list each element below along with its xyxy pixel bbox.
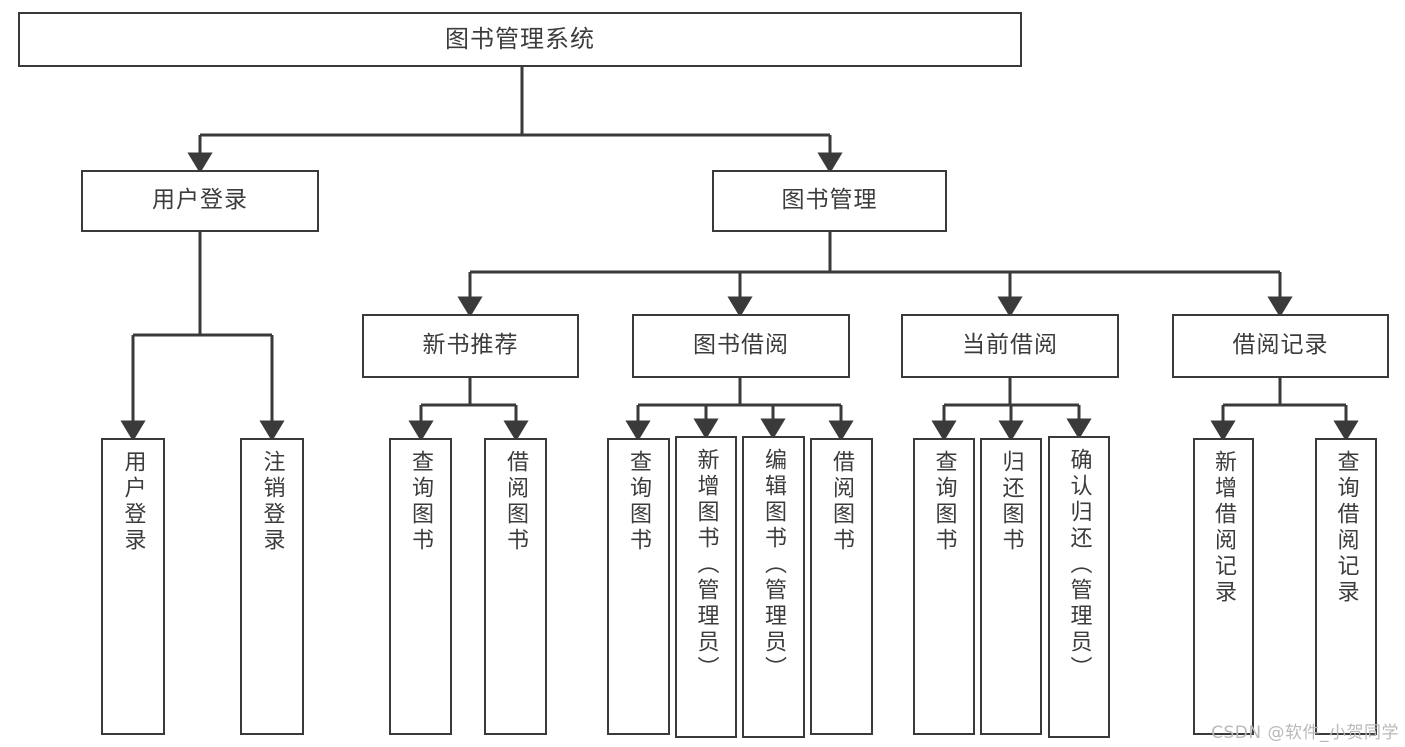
- leaf-query-book-recommend[interactable]: 查询图书: [389, 438, 452, 735]
- leaf-label: 注销登录: [259, 450, 285, 554]
- leaf-add-borrow-record[interactable]: 新增借阅记录: [1193, 438, 1254, 735]
- leaf-label: 查询借阅记录: [1333, 450, 1359, 606]
- leaf-label: 归还图书: [998, 450, 1024, 554]
- leaf-label: 用户登录: [120, 450, 146, 554]
- leaf-label: 查询图书: [408, 450, 434, 554]
- leaf-borrow-book[interactable]: 借阅图书: [810, 438, 873, 735]
- leaf-query-book-current[interactable]: 查询图书: [913, 438, 975, 735]
- leaf-borrow-book-recommend[interactable]: 借阅图书: [484, 438, 547, 735]
- leaf-label: 借阅图书: [829, 450, 855, 554]
- leaf-label: 编辑图书（管理员）: [761, 448, 787, 682]
- leaf-label: 新增图书（管理员）: [693, 448, 719, 682]
- leaf-query-book-borrow[interactable]: 查询图书: [607, 438, 670, 735]
- node-new-book-recommend[interactable]: 新书推荐: [362, 314, 579, 378]
- node-book-management[interactable]: 图书管理: [712, 170, 947, 232]
- leaf-label: 查询图书: [931, 450, 957, 554]
- leaf-user-login[interactable]: 用户登录: [101, 438, 165, 735]
- leaf-label: 查询图书: [626, 450, 652, 554]
- node-root-system[interactable]: 图书管理系统: [18, 12, 1022, 67]
- node-user-login[interactable]: 用户登录: [81, 170, 319, 232]
- node-borrow-record[interactable]: 借阅记录: [1172, 314, 1389, 378]
- node-book-borrow[interactable]: 图书借阅: [632, 314, 850, 378]
- leaf-label: 新增借阅记录: [1211, 450, 1237, 606]
- leaf-logout[interactable]: 注销登录: [240, 438, 304, 735]
- leaf-label: 确认归还（管理员）: [1066, 448, 1092, 682]
- leaf-confirm-return-admin[interactable]: 确认归还（管理员）: [1048, 436, 1110, 738]
- leaf-return-book[interactable]: 归还图书: [980, 438, 1042, 735]
- leaf-edit-book-admin[interactable]: 编辑图书（管理员）: [742, 436, 805, 738]
- node-current-borrow[interactable]: 当前借阅: [901, 314, 1119, 378]
- watermark: CSDN @软件_小贺同学: [1211, 723, 1399, 743]
- leaf-query-borrow-record[interactable]: 查询借阅记录: [1315, 438, 1377, 735]
- leaf-label: 借阅图书: [503, 450, 529, 554]
- leaf-add-book-admin[interactable]: 新增图书（管理员）: [675, 436, 737, 738]
